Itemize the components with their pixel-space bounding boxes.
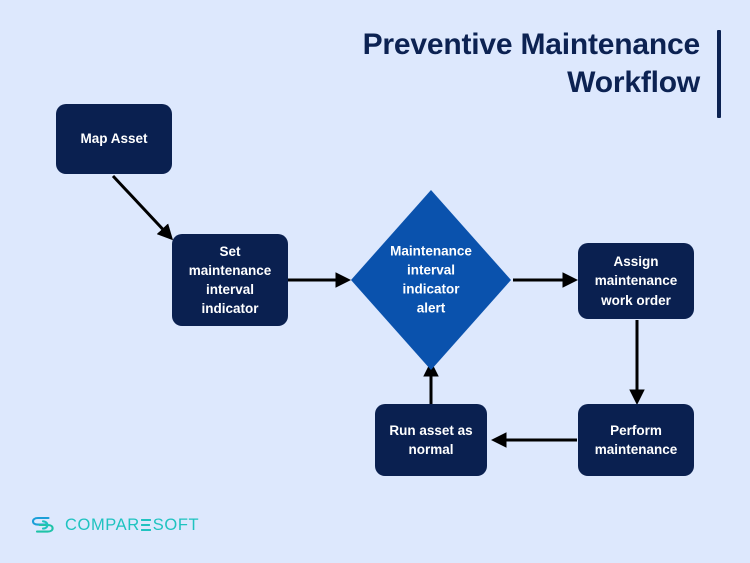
comparesoft-mark-icon xyxy=(31,516,54,533)
wordmark-letter-e-icon xyxy=(141,519,152,531)
node-set-interval-label: Set maintenance interval indicator xyxy=(188,243,272,317)
node-run-asset-as-normal-label: Run asset as normal xyxy=(389,422,473,457)
node-maintenance-alert[interactable]: Maintenance interval indicator alert xyxy=(351,190,511,370)
node-map-asset[interactable]: Map Asset xyxy=(56,104,172,174)
node-perform-maintenance-label: Perform maintenance xyxy=(594,422,678,457)
node-perform-maintenance[interactable]: Perform maintenance xyxy=(578,404,694,476)
node-maintenance-alert-label: Maintenance interval indicator alert xyxy=(390,243,472,317)
page-title: Preventive Maintenance Workflow xyxy=(362,28,701,100)
comparesoft-logo[interactable]: COMPAR SOFT xyxy=(30,514,199,536)
node-set-interval[interactable]: Set maintenance interval indicator xyxy=(172,234,288,326)
comparesoft-wordmark: COMPAR SOFT xyxy=(65,516,199,535)
edge-map-asset-to-set-interval xyxy=(111,174,174,241)
title-accent-bar xyxy=(717,30,721,118)
node-assign-work-order[interactable]: Assign maintenance work order xyxy=(578,243,694,319)
page-title-block: Preventive Maintenance Workflow xyxy=(300,26,701,103)
wordmark-part-after: SOFT xyxy=(152,515,200,534)
node-assign-work-order-label: Assign maintenance work order xyxy=(594,254,678,308)
wordmark-part-before: COMPAR xyxy=(65,515,140,534)
node-run-asset-as-normal[interactable]: Run asset as normal xyxy=(375,404,487,476)
node-map-asset-label: Map Asset xyxy=(80,131,148,147)
